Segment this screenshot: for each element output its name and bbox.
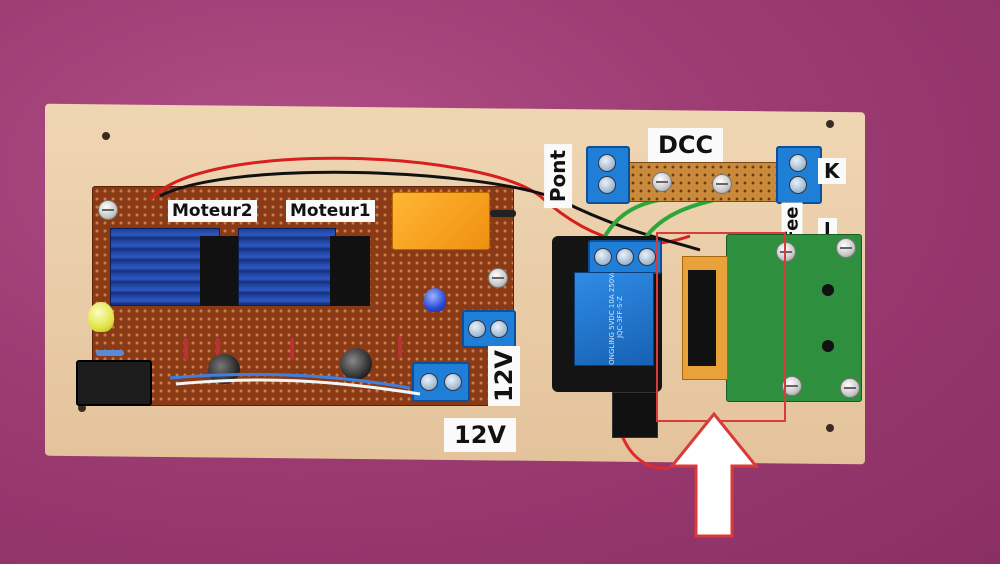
- mounting-hole: [78, 404, 86, 412]
- board-screw: [836, 238, 856, 258]
- white-wire: [175, 378, 421, 396]
- terminal-screw: [789, 154, 807, 172]
- small-orange-relay: [392, 192, 490, 250]
- yellow-led: [88, 302, 114, 332]
- blue-led: [424, 288, 446, 312]
- blue-relay: TONGLING 5VDC 10A 250VAC JQC-3FF-S-Z: [574, 272, 654, 366]
- board-screw: [840, 378, 860, 398]
- power-input-terminal: [76, 360, 152, 406]
- k-terminal: [776, 146, 822, 204]
- resistor: [398, 336, 402, 358]
- terminal-screw: [594, 248, 612, 266]
- highlight-rectangle: [656, 232, 786, 422]
- resistor: [290, 338, 294, 360]
- moteur2-label: Moteur2: [168, 200, 257, 222]
- dcc-label: DCC: [648, 128, 724, 162]
- moteur1-label: Moteur1: [286, 200, 375, 222]
- 12v-label-vertical: 12V: [487, 346, 520, 406]
- diode: [490, 210, 516, 217]
- mounting-hole: [102, 132, 110, 140]
- pont-label: Pont: [544, 143, 573, 209]
- terminal-screw: [616, 248, 634, 266]
- k-label: K: [818, 158, 846, 184]
- pcb-component: [822, 284, 834, 296]
- terminal-screw: [598, 154, 616, 172]
- terminal-screw: [638, 248, 656, 266]
- terminal-screw: [444, 373, 462, 391]
- resistor: [184, 338, 188, 360]
- relay-text: TONGLING 5VDC 10A 250VAC JQC-3FF-S-Z: [608, 272, 624, 366]
- board-screw: [98, 200, 118, 220]
- motor2-driver-board: [200, 236, 240, 306]
- relay-terminal: [588, 240, 662, 274]
- terminal-block: [412, 362, 470, 402]
- terminal-screw: [490, 320, 508, 338]
- mounting-hole: [826, 120, 834, 128]
- terminal-screw: [420, 373, 438, 391]
- motor1-driver-heatsink: [238, 228, 336, 306]
- terminal-screw: [598, 176, 616, 194]
- up-arrow-icon: [668, 411, 760, 538]
- blue-wire: [169, 372, 411, 390]
- mounting-hole: [826, 424, 834, 432]
- board-screw: [488, 268, 508, 288]
- board-screw: [712, 174, 732, 194]
- terminal-screw: [789, 176, 807, 194]
- 12v-label: 12V: [444, 418, 516, 452]
- board-screw: [652, 172, 672, 192]
- resistor: [216, 338, 220, 360]
- stripboard: [612, 162, 784, 202]
- board-screw: [782, 376, 802, 396]
- pcb-component: [822, 340, 834, 352]
- header-connector: [688, 270, 716, 366]
- terminal-screw: [468, 320, 486, 338]
- capacitor: [340, 348, 372, 380]
- relay-header-pins: [612, 392, 658, 438]
- motor1-driver-board: [330, 236, 370, 306]
- board-screw: [776, 242, 796, 262]
- resistor: [96, 350, 124, 356]
- pont-terminal: [586, 146, 630, 204]
